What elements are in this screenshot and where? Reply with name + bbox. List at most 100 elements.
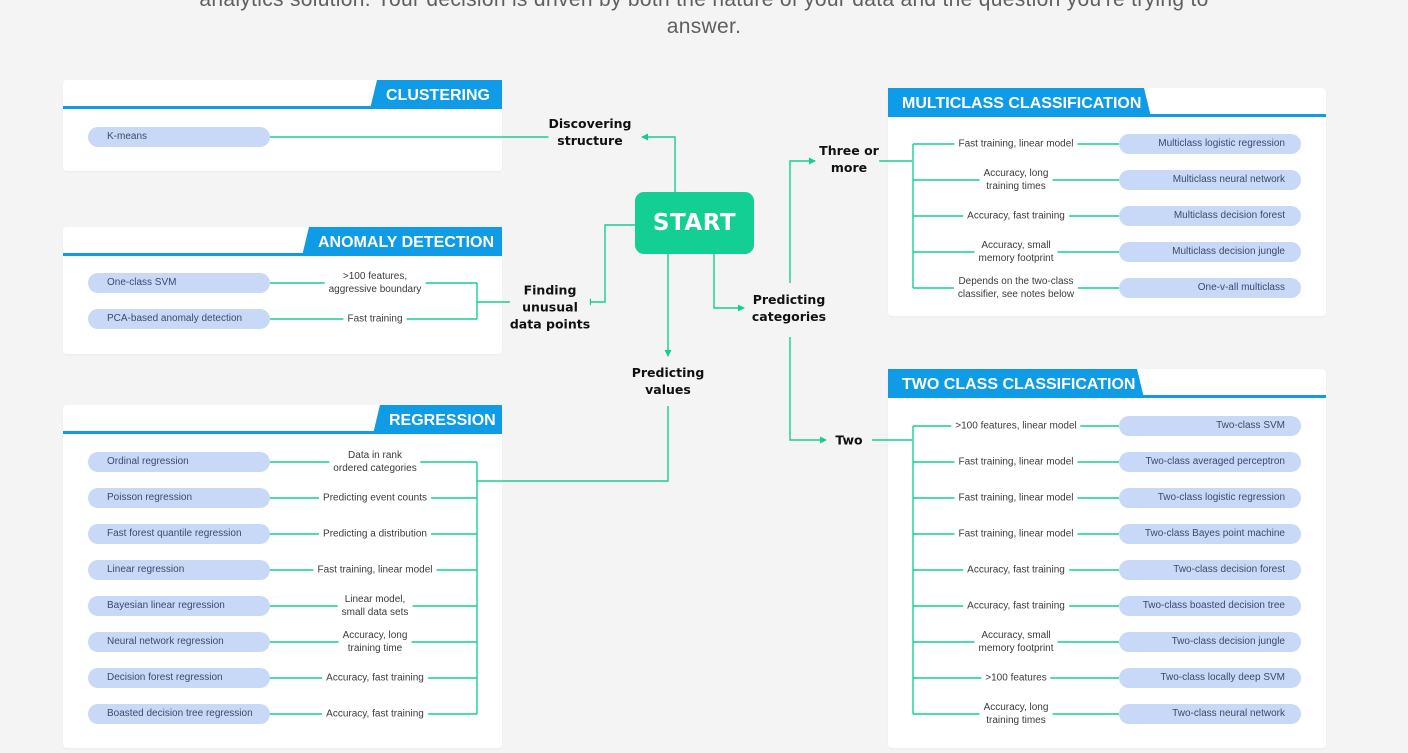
condition-label: Fast training, linear model (954, 137, 1078, 151)
twoclass-title: TWO CLASS CLASSIFICATION (888, 369, 1144, 398)
algorithm-pill[interactable]: Poisson regression (88, 488, 270, 508)
condition-label: Fast training, linear model (954, 527, 1078, 541)
condition-label: Accuracy, fast training (963, 599, 1069, 613)
decision-two: Two (835, 431, 863, 449)
algorithm-pill[interactable]: Two-class decision forest (1119, 560, 1301, 580)
condition-label-line: Accuracy, long (983, 168, 1049, 179)
algorithm-pill[interactable]: Two-class boasted decision tree (1119, 596, 1301, 616)
regression-rule (63, 431, 502, 434)
decision-predicting-values-line: values (645, 382, 691, 397)
condition-label-line: >100 features (985, 672, 1047, 684)
start-node: START (635, 192, 754, 254)
condition-label-line: training times (986, 181, 1046, 192)
condition-label: Fast training, linear model (313, 563, 437, 577)
algorithm-pill[interactable]: Neural network regression (88, 632, 270, 652)
condition-label-line: Accuracy, small (981, 630, 1051, 641)
algorithm-pill[interactable]: Decision forest regression (88, 668, 270, 688)
wire-to-predicting-categories (713, 254, 745, 312)
condition-label: Fast training, linear model (954, 455, 1078, 469)
algorithm-pill[interactable]: K-means (88, 127, 270, 147)
intro-text-line-1: analytics solution. Your decision is dri… (0, 0, 1408, 16)
condition-label: Fast training, linear model (954, 491, 1078, 505)
algorithm-pill[interactable]: Two-class Bayes point machine (1119, 524, 1301, 544)
wire-to-three-or-more (789, 157, 816, 283)
decision-discovering-structure-line: structure (557, 133, 623, 148)
condition-label-line: Accuracy, fast training (967, 564, 1065, 576)
algorithm-pill[interactable]: Two-class locally deep SVM (1119, 668, 1301, 688)
anomaly-title: ANOMALY DETECTION (302, 227, 502, 256)
decision-predicting-values-line: Predicting (631, 365, 705, 380)
condition-label-line: >100 features, linear model (955, 420, 1077, 432)
multiclass-title: MULTICLASS CLASSIFICATION (888, 88, 1151, 117)
condition-label-line: ordered categories (333, 463, 417, 474)
algorithm-pill[interactable]: Two-class decision jungle (1119, 632, 1301, 652)
algorithm-pill[interactable]: One-v-all multiclass (1119, 278, 1301, 298)
condition-label: Accuracy, long training times (979, 701, 1053, 727)
algorithm-pill[interactable]: Bayesian linear regression (88, 596, 270, 616)
algorithm-pill[interactable]: One-class SVM (88, 273, 270, 293)
decision-finding-unusual-data-points-line: unusual (522, 299, 578, 315)
condition-label-line: Accuracy, fast training (326, 672, 424, 684)
condition-label-line: memory footprint (978, 643, 1054, 654)
algorithm-pill[interactable]: Two-class neural network (1119, 704, 1301, 724)
condition-label-line: memory footprint (978, 253, 1054, 264)
condition-label-line: Data in rank (348, 450, 402, 461)
algorithm-pill[interactable]: Multiclass decision forest (1119, 206, 1301, 226)
algorithm-pill[interactable]: Multiclass logistic regression (1119, 134, 1301, 154)
condition-label-line: Fast training, linear model (958, 528, 1074, 540)
condition-label: Accuracy, long training times (979, 167, 1053, 193)
condition-label-line: Fast training, linear model (317, 564, 433, 576)
decision-discovering-structure-line: Discovering (548, 116, 632, 131)
condition-label-line: Accuracy, fast training (967, 210, 1065, 222)
condition-label-line: small data sets (341, 607, 409, 618)
algorithm-pill[interactable]: Two-class SVM (1119, 416, 1301, 436)
condition-label: Accuracy, small memory footprint (974, 629, 1058, 655)
condition-label-line: >100 features, (342, 271, 408, 282)
condition-label: Accuracy, fast training (322, 671, 428, 685)
algorithm-pill[interactable]: Two-class logistic regression (1119, 488, 1301, 508)
condition-label: Fast training (343, 312, 407, 326)
condition-label-line: training times (986, 715, 1046, 726)
wire-to-two (789, 337, 827, 444)
algorithm-pill[interactable]: Ordinal regression (88, 452, 270, 472)
algorithm-pill[interactable]: Boasted decision tree regression (88, 704, 270, 724)
condition-label: >100 features, aggressive boundary (324, 270, 426, 296)
decision-discovering-structure: Discovering structure (548, 115, 632, 149)
algorithm-pill[interactable]: Multiclass neural network (1119, 170, 1301, 190)
condition-label-line: Accuracy, fast training (326, 708, 424, 720)
regression-title: REGRESSION (373, 405, 502, 434)
decision-finding-unusual-data-points-line: data points (509, 316, 591, 332)
condition-label-line: Fast training, linear model (958, 492, 1074, 504)
wire-to-discovering (641, 133, 676, 192)
algorithm-pill[interactable]: Multiclass decision jungle (1119, 242, 1301, 262)
condition-label-line: aggressive boundary (328, 284, 422, 295)
condition-label-line: Accuracy, long (983, 702, 1049, 713)
condition-label-line: Fast training, linear model (958, 138, 1074, 150)
condition-label: >100 features, linear model (951, 419, 1081, 433)
wire-values-to-regression (477, 406, 669, 482)
condition-label: Predicting event counts (319, 491, 431, 505)
algorithm-pill[interactable]: Fast forest quantile regression (88, 524, 270, 544)
clustering-card: CLUSTERING (63, 80, 502, 171)
condition-label-line: classifier, see notes below (957, 289, 1075, 300)
condition-label: Predicting a distribution (319, 527, 431, 541)
condition-label-line: Fast training (347, 313, 403, 325)
condition-label-line: Predicting a distribution (323, 528, 427, 540)
condition-label: Accuracy, fast training (963, 563, 1069, 577)
anomaly-card: ANOMALY DETECTION (63, 227, 502, 354)
algorithm-pill[interactable]: PCA-based anomaly detection (88, 309, 270, 329)
condition-label-line: Fast training, linear model (958, 456, 1074, 468)
condition-label-line: Predicting event counts (323, 492, 427, 504)
decision-three-or-more-line: more (830, 160, 868, 175)
decision-finding-unusual-data-points-line: Finding (523, 282, 577, 298)
condition-label-line: training time (347, 643, 403, 654)
clustering-title: CLUSTERING (370, 80, 502, 109)
algorithm-pill[interactable]: Linear regression (88, 560, 270, 580)
decision-predicting-categories-line: categories (751, 309, 827, 324)
algorithm-pill[interactable]: Two-class averaged perceptron (1119, 452, 1301, 472)
intro-text-line-2: answer. (666, 15, 742, 38)
wire-to-finding (584, 224, 635, 306)
